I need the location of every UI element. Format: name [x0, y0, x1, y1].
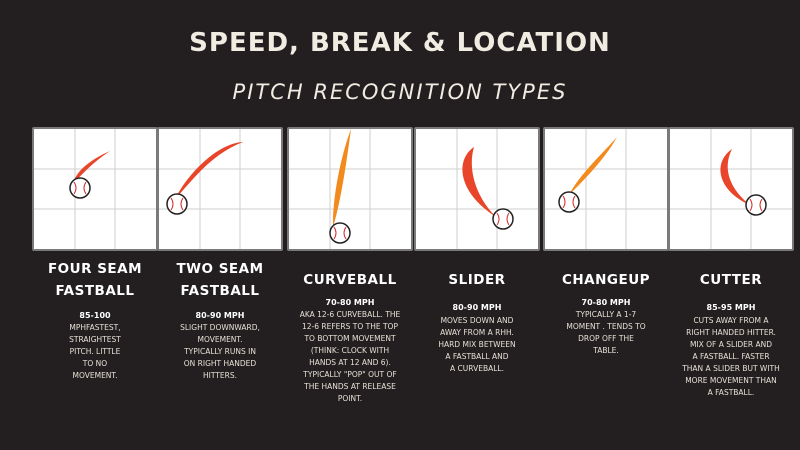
- baseball-icon: [492, 208, 514, 230]
- pitch-description: SLIGHT DOWNWARD,MOVEMENT.TYPICALLY RUNS …: [180, 323, 260, 380]
- pitch-trail-icon: [175, 142, 243, 199]
- strike-zone-panel: [32, 127, 158, 251]
- pitch-speed: 70-80 MPH: [325, 298, 375, 307]
- pitch-speed: 80-90 MPH: [452, 303, 502, 312]
- pitch-trail-icon: [569, 137, 617, 195]
- pitch-trail-icon: [332, 129, 351, 227]
- pitch-trail-icon: [720, 149, 750, 205]
- strike-zone-panel: [414, 127, 540, 251]
- strike-zone-panel: [287, 127, 413, 251]
- pitch-speed: 80-90 MPH: [195, 311, 245, 320]
- pitch-speed: 70-80 MPH: [581, 298, 631, 307]
- baseball-icon: [745, 194, 767, 216]
- pitch-name: CUTTER: [699, 272, 763, 288]
- pitch-name: CURVEBALL: [303, 272, 397, 288]
- strike-zone-panel: [157, 127, 283, 251]
- strike-zone-grid-icon: [159, 129, 281, 249]
- strike-zone-grid-icon: [545, 129, 667, 249]
- strike-zone-panel: [543, 127, 669, 251]
- page-subtitle: PITCH RECOGNITION TYPES: [232, 80, 568, 104]
- strike-zone-grid-icon: [289, 129, 411, 249]
- strike-zone-grid-icon: [670, 129, 792, 249]
- pitch-speed: 85-100: [79, 311, 111, 320]
- baseball-icon: [166, 193, 188, 215]
- baseball-icon: [558, 191, 580, 213]
- baseball-icon: [69, 177, 91, 199]
- strike-zone-panel: [668, 127, 794, 251]
- page-title: SPEED, BREAK & LOCATION: [189, 28, 611, 58]
- pitch-trail-icon: [462, 147, 496, 217]
- pitch-speed: 85-95 MPH: [706, 303, 756, 312]
- pitch-name: SLIDER: [448, 272, 506, 288]
- strike-zone-grid-icon: [416, 129, 538, 249]
- strike-zone-grid-icon: [34, 129, 156, 249]
- pitch-name: CHANGEUP: [561, 272, 651, 288]
- baseball-icon: [329, 222, 351, 244]
